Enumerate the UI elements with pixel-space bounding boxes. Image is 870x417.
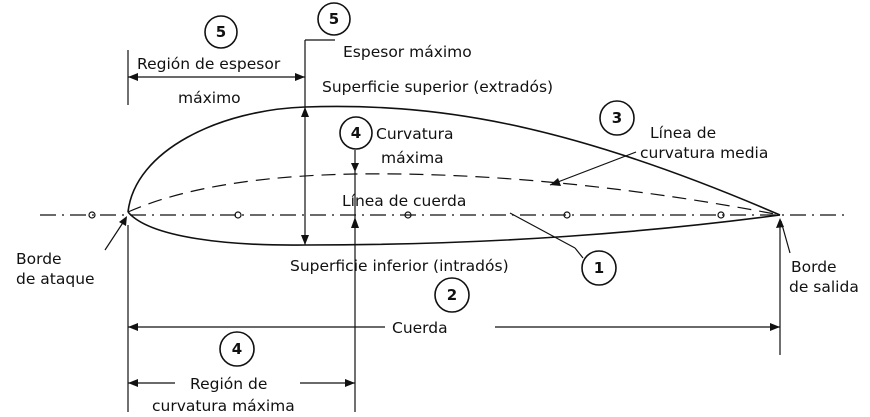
- max-camber-arrow-up: [351, 217, 359, 228]
- superficie-inferior-label: Superficie inferior (intradós): [290, 257, 509, 275]
- chord-point-marker: [234, 211, 242, 219]
- airfoil-upper-surface: [127, 105, 781, 216]
- region-curvatura-arrow-left: [128, 379, 138, 387]
- linea-curvatura-media-label-2: curvatura media: [640, 144, 768, 162]
- max-thickness-arrow-bottom: [301, 235, 309, 245]
- region-espesor-label-2: máximo: [178, 89, 241, 107]
- callout-5-left: 5: [204, 15, 238, 49]
- chord-point-marker: [88, 211, 96, 219]
- leading-edge-leader-arrow: [119, 216, 127, 226]
- trailing-edge-leader-arrow: [776, 218, 784, 228]
- mean-camber-line: [127, 173, 781, 216]
- svg-text:3: 3: [612, 109, 622, 127]
- cuerda-label: Cuerda: [392, 319, 448, 337]
- curvatura-maxima-label-1: Curvatura: [376, 125, 453, 143]
- max-camber-arrow-down: [351, 163, 359, 172]
- chord-line-leader: [509, 212, 576, 249]
- svg-text:4: 4: [351, 124, 361, 142]
- callout-4-bottom: 4: [219, 331, 255, 367]
- curvatura-maxima-label-2: máxima: [381, 149, 444, 167]
- camber-line-leader: [549, 151, 637, 186]
- svg-text:4: 4: [232, 340, 242, 358]
- linea-de-cuerda-label: Línea de cuerda: [342, 192, 466, 210]
- borde-salida-label-2: de salida: [789, 278, 859, 296]
- borde-salida-label-1: Borde: [791, 258, 837, 276]
- borde-ataque-label-1: Borde: [16, 250, 62, 268]
- chord-arrow-left: [128, 323, 138, 331]
- region-espesor-arrow-left: [128, 73, 138, 81]
- callout-3: 3: [599, 100, 635, 136]
- chord-line-leader-2: [574, 247, 584, 259]
- region-curvatura-label-1: Región de: [190, 375, 267, 393]
- max-thickness-arrow-top: [301, 107, 309, 117]
- svg-text:1: 1: [594, 259, 604, 277]
- region-curvatura-arrow-right: [345, 379, 355, 387]
- airfoil-lower-surface: [127, 211, 781, 246]
- svg-text:2: 2: [447, 286, 457, 304]
- svg-text:5: 5: [329, 10, 339, 28]
- callout-2: 2: [434, 277, 470, 313]
- region-curvatura-label-2: curvatura máxima: [152, 397, 295, 415]
- callout-5-right: 5: [317, 2, 351, 36]
- linea-curvatura-media-label-1: Línea de: [650, 124, 716, 142]
- callout-4-top: 4: [339, 116, 373, 150]
- region-espesor-label-1: Región de espesor: [137, 55, 281, 73]
- chord-point-marker: [404, 211, 412, 219]
- chord-arrow-right: [770, 323, 780, 331]
- callout-1: 1: [581, 250, 617, 286]
- superficie-superior-label: Superficie superior (extradós): [322, 78, 553, 96]
- camber-line-leader-arrow: [550, 178, 561, 186]
- espesor-maximo-label: Espesor máximo: [343, 43, 472, 61]
- chord-point-marker: [563, 211, 571, 219]
- chord-point-marker: [717, 211, 725, 219]
- svg-text:5: 5: [216, 23, 226, 41]
- borde-ataque-label-2: de ataque: [16, 270, 95, 288]
- region-espesor-arrow-right: [295, 73, 305, 81]
